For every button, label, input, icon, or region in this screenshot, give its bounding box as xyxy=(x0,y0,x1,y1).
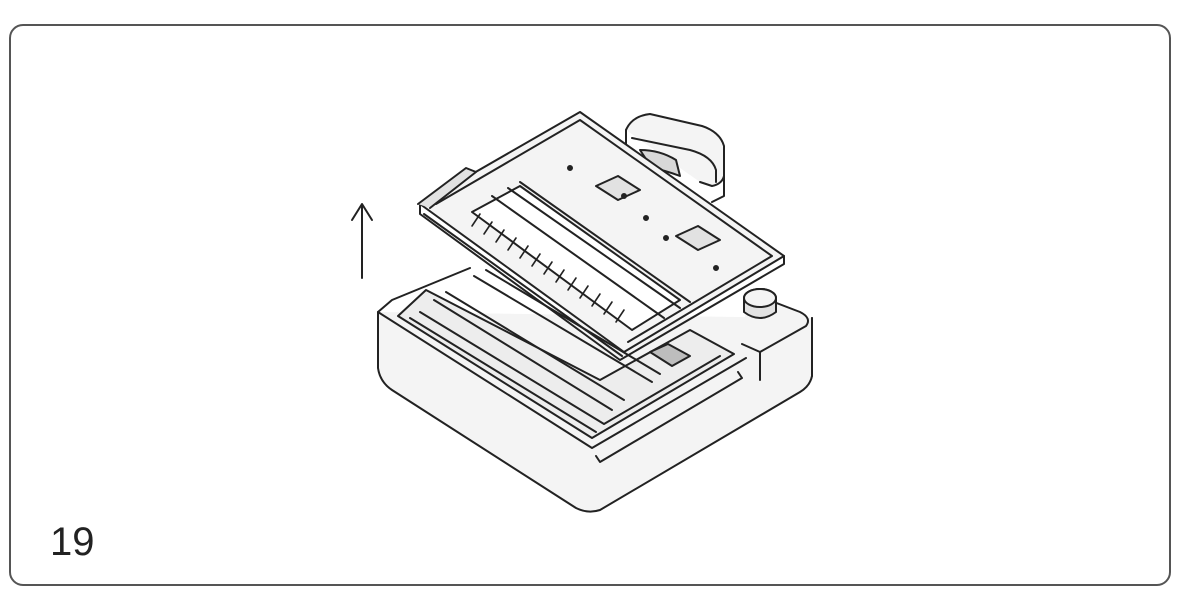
lift-up-arrow-icon xyxy=(351,203,373,279)
station-back-column xyxy=(625,113,725,203)
filter-tray xyxy=(417,111,785,361)
step-number: 19 xyxy=(50,520,95,564)
base-station xyxy=(377,267,813,513)
